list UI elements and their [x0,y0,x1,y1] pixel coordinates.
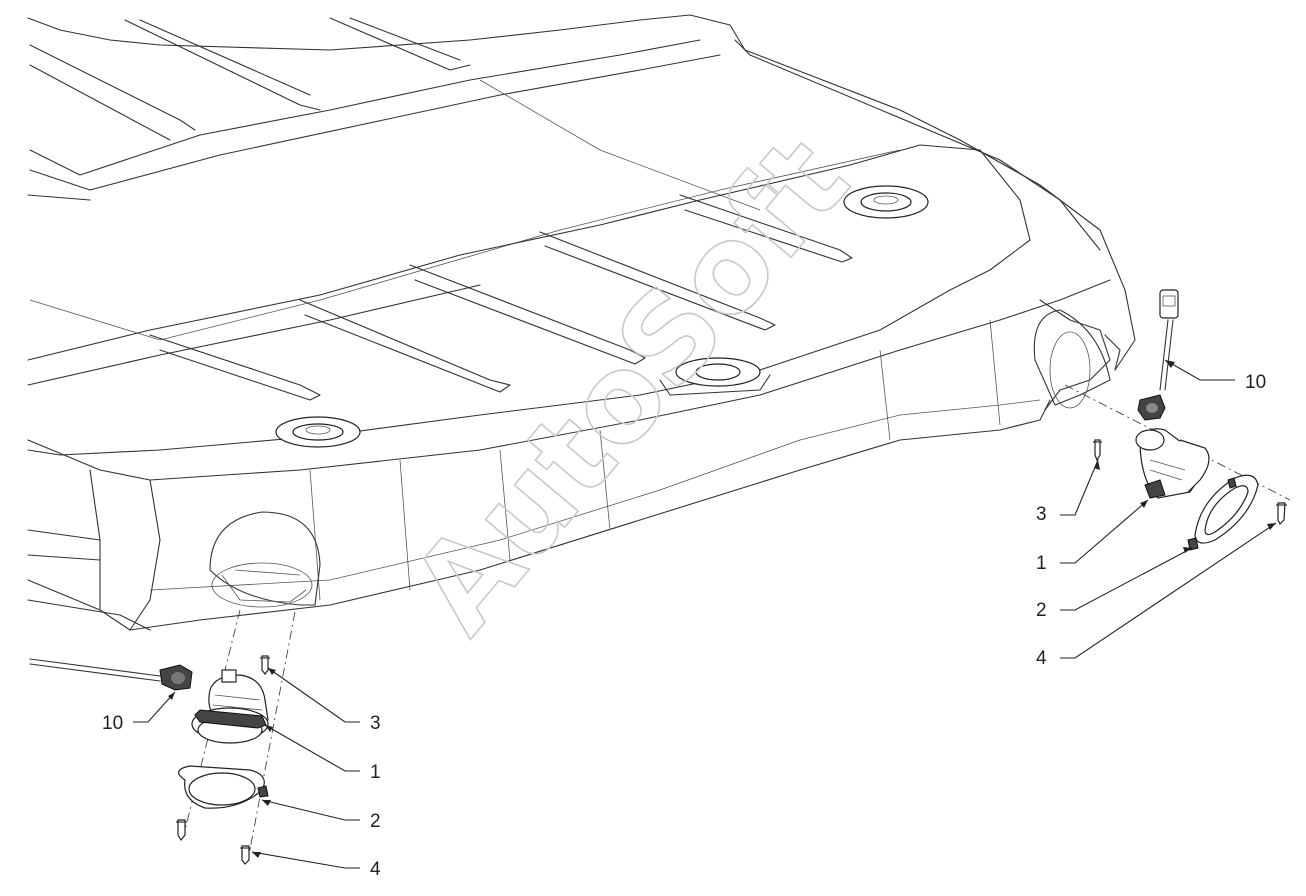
mounting-boss [659,357,771,396]
callout-2-right: 2 [1036,600,1047,621]
axis-line-left-2 [247,611,296,861]
screw-4-left-b [240,845,251,865]
trim-ring-right [1187,474,1259,551]
wire-harness-left [29,658,161,682]
callout-10-right: 10 [1245,372,1266,393]
screw-3-left [260,655,270,675]
callout-1-right: 1 [1036,553,1047,574]
lamp-opening-left [209,511,321,608]
wire-harness-right [1159,289,1179,391]
screw-4-left-a [176,819,187,842]
callout-10-left: 10 [102,713,123,734]
mounting-boss [275,416,361,448]
callout-3-left: 3 [370,713,381,734]
fog-lamp-right [1135,428,1210,499]
connector-right [1137,394,1166,421]
callout-3-right: 3 [1036,504,1047,525]
screw-4-right [1276,502,1287,526]
connector-left [159,664,193,691]
trim-ring-left [178,765,269,809]
bumper-cover-body [27,14,1136,631]
callout-2-left: 2 [370,811,381,832]
fog-lamp-left [191,669,269,744]
screw-3-right [1093,439,1102,462]
watermark: AutoSoft [386,112,876,658]
callout-1-left: 1 [370,762,381,783]
callout-4-left: 4 [370,859,381,880]
callout-arrowheads [168,360,1276,858]
callout-leaders [133,359,1277,869]
lamp-opening-right [1033,309,1111,409]
mounting-boss [843,185,929,219]
callout-4-right: 4 [1036,648,1047,669]
